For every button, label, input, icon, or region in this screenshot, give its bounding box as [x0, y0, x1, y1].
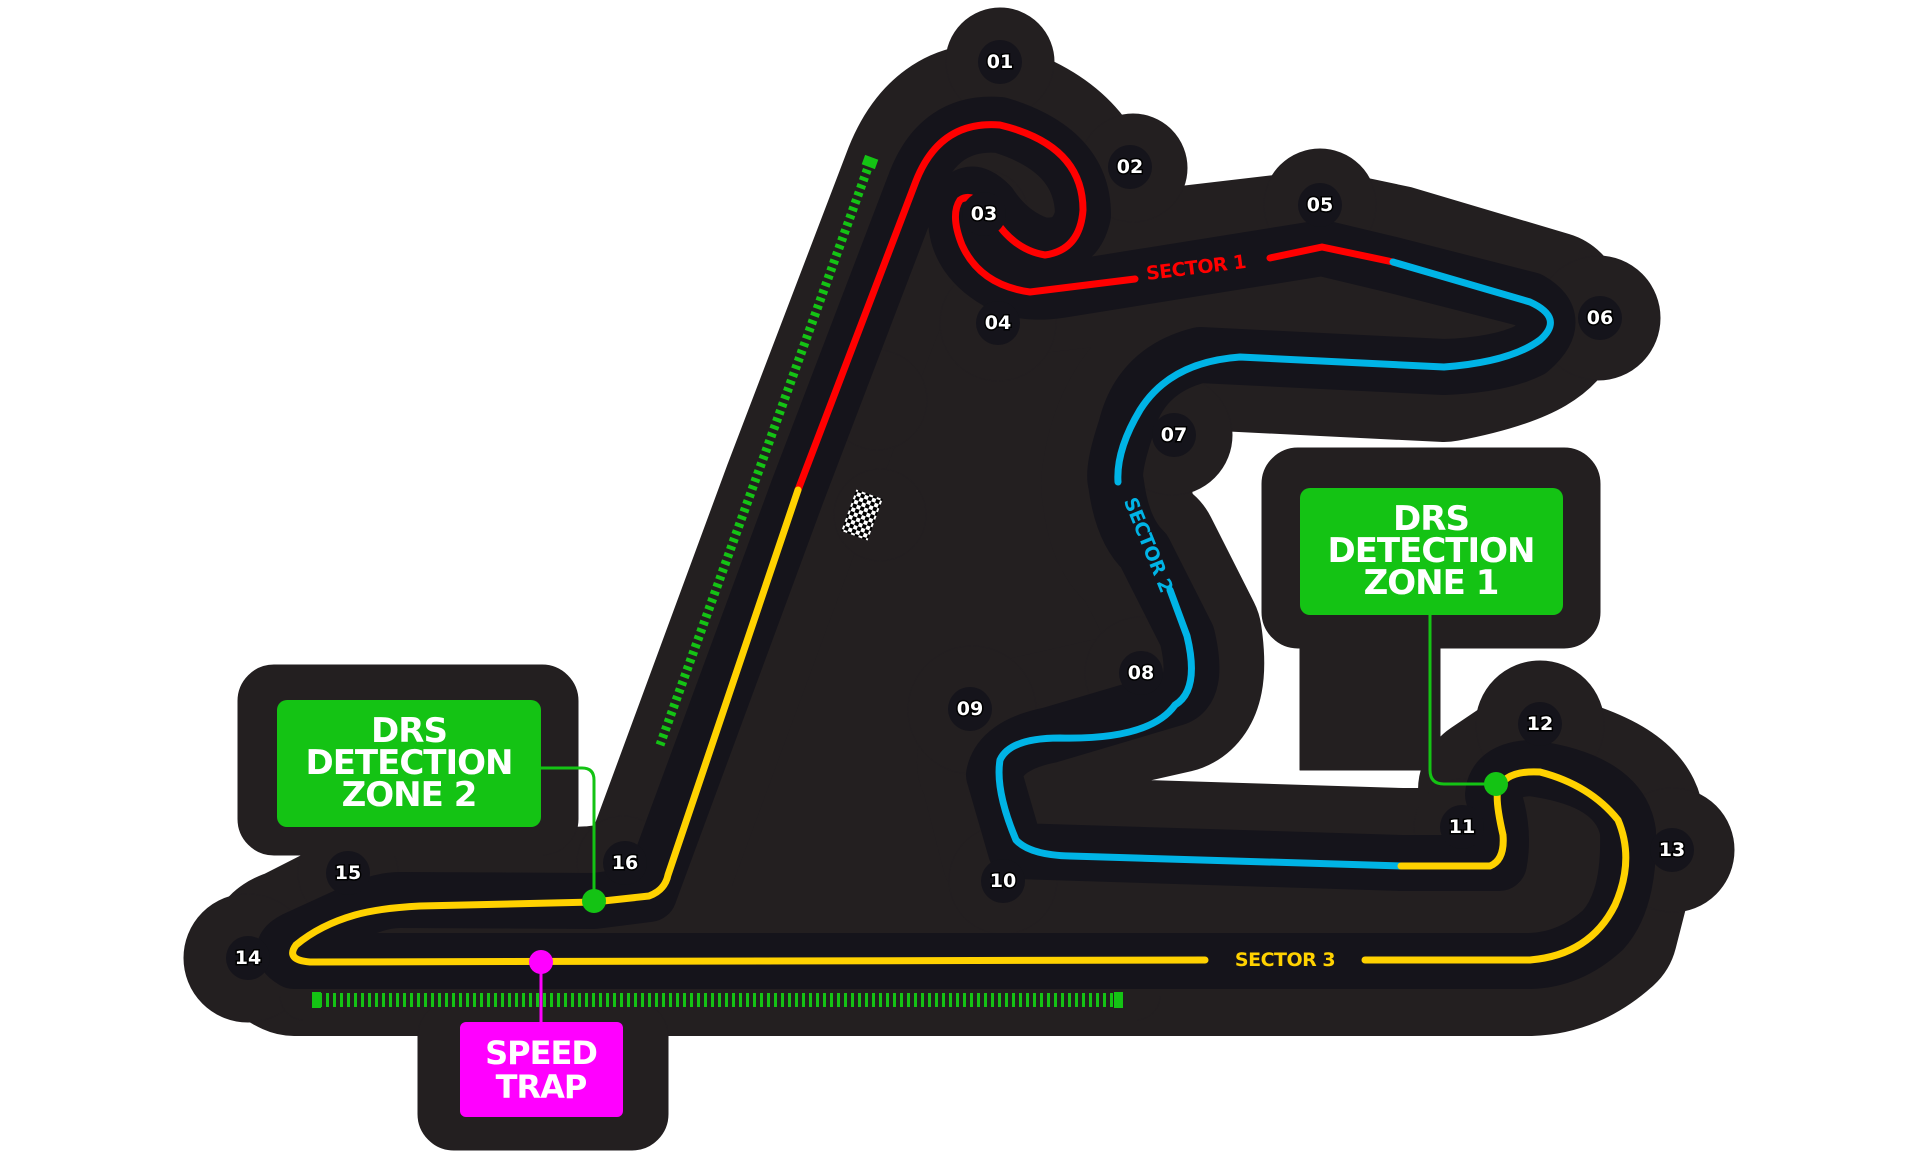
drs1-box — [1300, 488, 1563, 615]
svg-text:TRAP: TRAP — [496, 1068, 587, 1106]
svg-text:08: 08 — [1128, 662, 1154, 684]
drs2-connector — [541, 766, 596, 899]
drs1-point-icon — [1484, 772, 1508, 796]
svg-text:DETECTION: DETECTION — [1327, 531, 1534, 571]
svg-text:DETECTION: DETECTION — [305, 743, 512, 783]
turn-03: 03 — [962, 192, 1006, 236]
drs-detection-zone-1: DRS DETECTION ZONE 1 — [1300, 488, 1563, 796]
turn-01: 01 — [978, 40, 1022, 84]
turn-14: 14 — [226, 936, 270, 980]
turn-12: 12 — [1518, 702, 1562, 746]
svg-text:07: 07 — [1161, 424, 1187, 446]
turn-13: 13 — [1650, 828, 1694, 872]
turn-16: 16 — [603, 841, 647, 885]
turn-08: 08 — [1119, 651, 1163, 695]
svg-text:01: 01 — [987, 51, 1013, 73]
turn-15: 15 — [326, 851, 370, 895]
speed-trap-point-icon — [529, 950, 553, 974]
turn-11: 11 — [1440, 805, 1484, 849]
svg-text:ZONE 2: ZONE 2 — [342, 775, 477, 815]
sector1-line — [794, 121, 1397, 494]
svg-text:ZONE 1: ZONE 1 — [1364, 563, 1499, 603]
svg-text:SPEED: SPEED — [485, 1034, 597, 1072]
turn-06: 06 — [1578, 296, 1622, 340]
drs-zone-stripes-back-straight — [312, 992, 1123, 1008]
sector3-label: SECTOR 3 — [1235, 949, 1335, 971]
drs2-box — [277, 700, 541, 827]
turn-02: 02 — [1108, 145, 1152, 189]
drs2-point-icon — [582, 889, 606, 913]
svg-text:09: 09 — [957, 698, 983, 720]
svg-text:DRS: DRS — [371, 711, 447, 751]
sector2-line — [995, 258, 1554, 870]
svg-text:10: 10 — [990, 870, 1016, 892]
drs-zone-stripes-main-straight — [655, 154, 879, 747]
svg-text:02: 02 — [1117, 156, 1143, 178]
svg-text:12: 12 — [1527, 713, 1553, 735]
svg-text:06: 06 — [1587, 307, 1613, 329]
turn-labels: 01 02 03 04 05 06 07 08 09 10 11 12 13 1… — [226, 40, 1694, 980]
speed-trap-box — [460, 1022, 623, 1117]
svg-text:05: 05 — [1307, 194, 1333, 216]
checkered-flag-icon — [841, 489, 883, 541]
sector3-line — [289, 486, 1630, 966]
svg-text:DRS: DRS — [1393, 499, 1469, 539]
drs-detection-zone-2: DRS DETECTION ZONE 2 — [277, 700, 606, 913]
turn-10: 10 — [981, 859, 1025, 903]
speed-trap: SPEED TRAP — [460, 950, 623, 1117]
drs1-connector — [1428, 615, 1494, 786]
svg-text:16: 16 — [612, 852, 638, 874]
turn-05: 05 — [1298, 183, 1342, 227]
svg-text:04: 04 — [985, 312, 1011, 334]
turn-09: 09 — [948, 687, 992, 731]
turn-07: 07 — [1152, 413, 1196, 457]
svg-text:13: 13 — [1659, 839, 1685, 861]
svg-text:11: 11 — [1449, 816, 1475, 838]
turn-04: 04 — [976, 301, 1020, 345]
svg-text:03: 03 — [971, 203, 997, 225]
svg-text:15: 15 — [335, 862, 361, 884]
svg-text:14: 14 — [235, 947, 261, 969]
